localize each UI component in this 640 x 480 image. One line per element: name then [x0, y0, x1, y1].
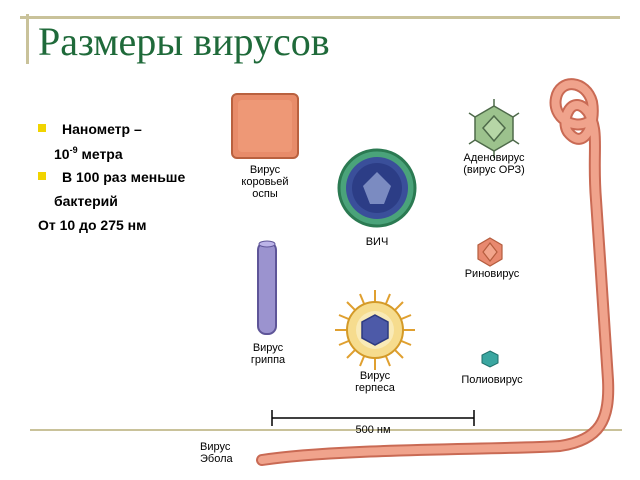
bullet-nanometer: Нанометр – [62, 121, 142, 137]
label-adenovirus: Аденовирус(вирус ОРЗ) [463, 152, 525, 176]
ebola-virus [256, 78, 615, 466]
poliovirus [481, 350, 499, 368]
bullet-smaller: В 100 раз меньше [62, 169, 186, 185]
label-rhinovirus: Риновирус [464, 268, 520, 280]
vaccinia-virus [231, 93, 299, 159]
adenovirus [468, 99, 520, 158]
frame-top-line [20, 16, 620, 19]
size-range: От 10 до 275 нм [38, 217, 147, 233]
scale-label: 500 нм [355, 424, 391, 436]
frame-bottom-line [30, 429, 622, 431]
label-poliovirus: Полиовирус [461, 374, 523, 386]
bullet-marker [38, 124, 46, 132]
hiv-virus [337, 148, 417, 228]
frame-left-line [26, 14, 29, 64]
herpes-virus [335, 290, 415, 370]
slide-title: Размеры вирусов [38, 19, 330, 64]
nanometer-definition: 10-9 метра [54, 145, 123, 162]
scale-bar [271, 410, 475, 426]
influenza-virus [257, 240, 277, 335]
bullet-marker [38, 172, 46, 180]
label-hiv: ВИЧ [365, 236, 389, 248]
rhinovirus [477, 237, 503, 267]
bullet-bacteria: бактерий [54, 193, 118, 209]
